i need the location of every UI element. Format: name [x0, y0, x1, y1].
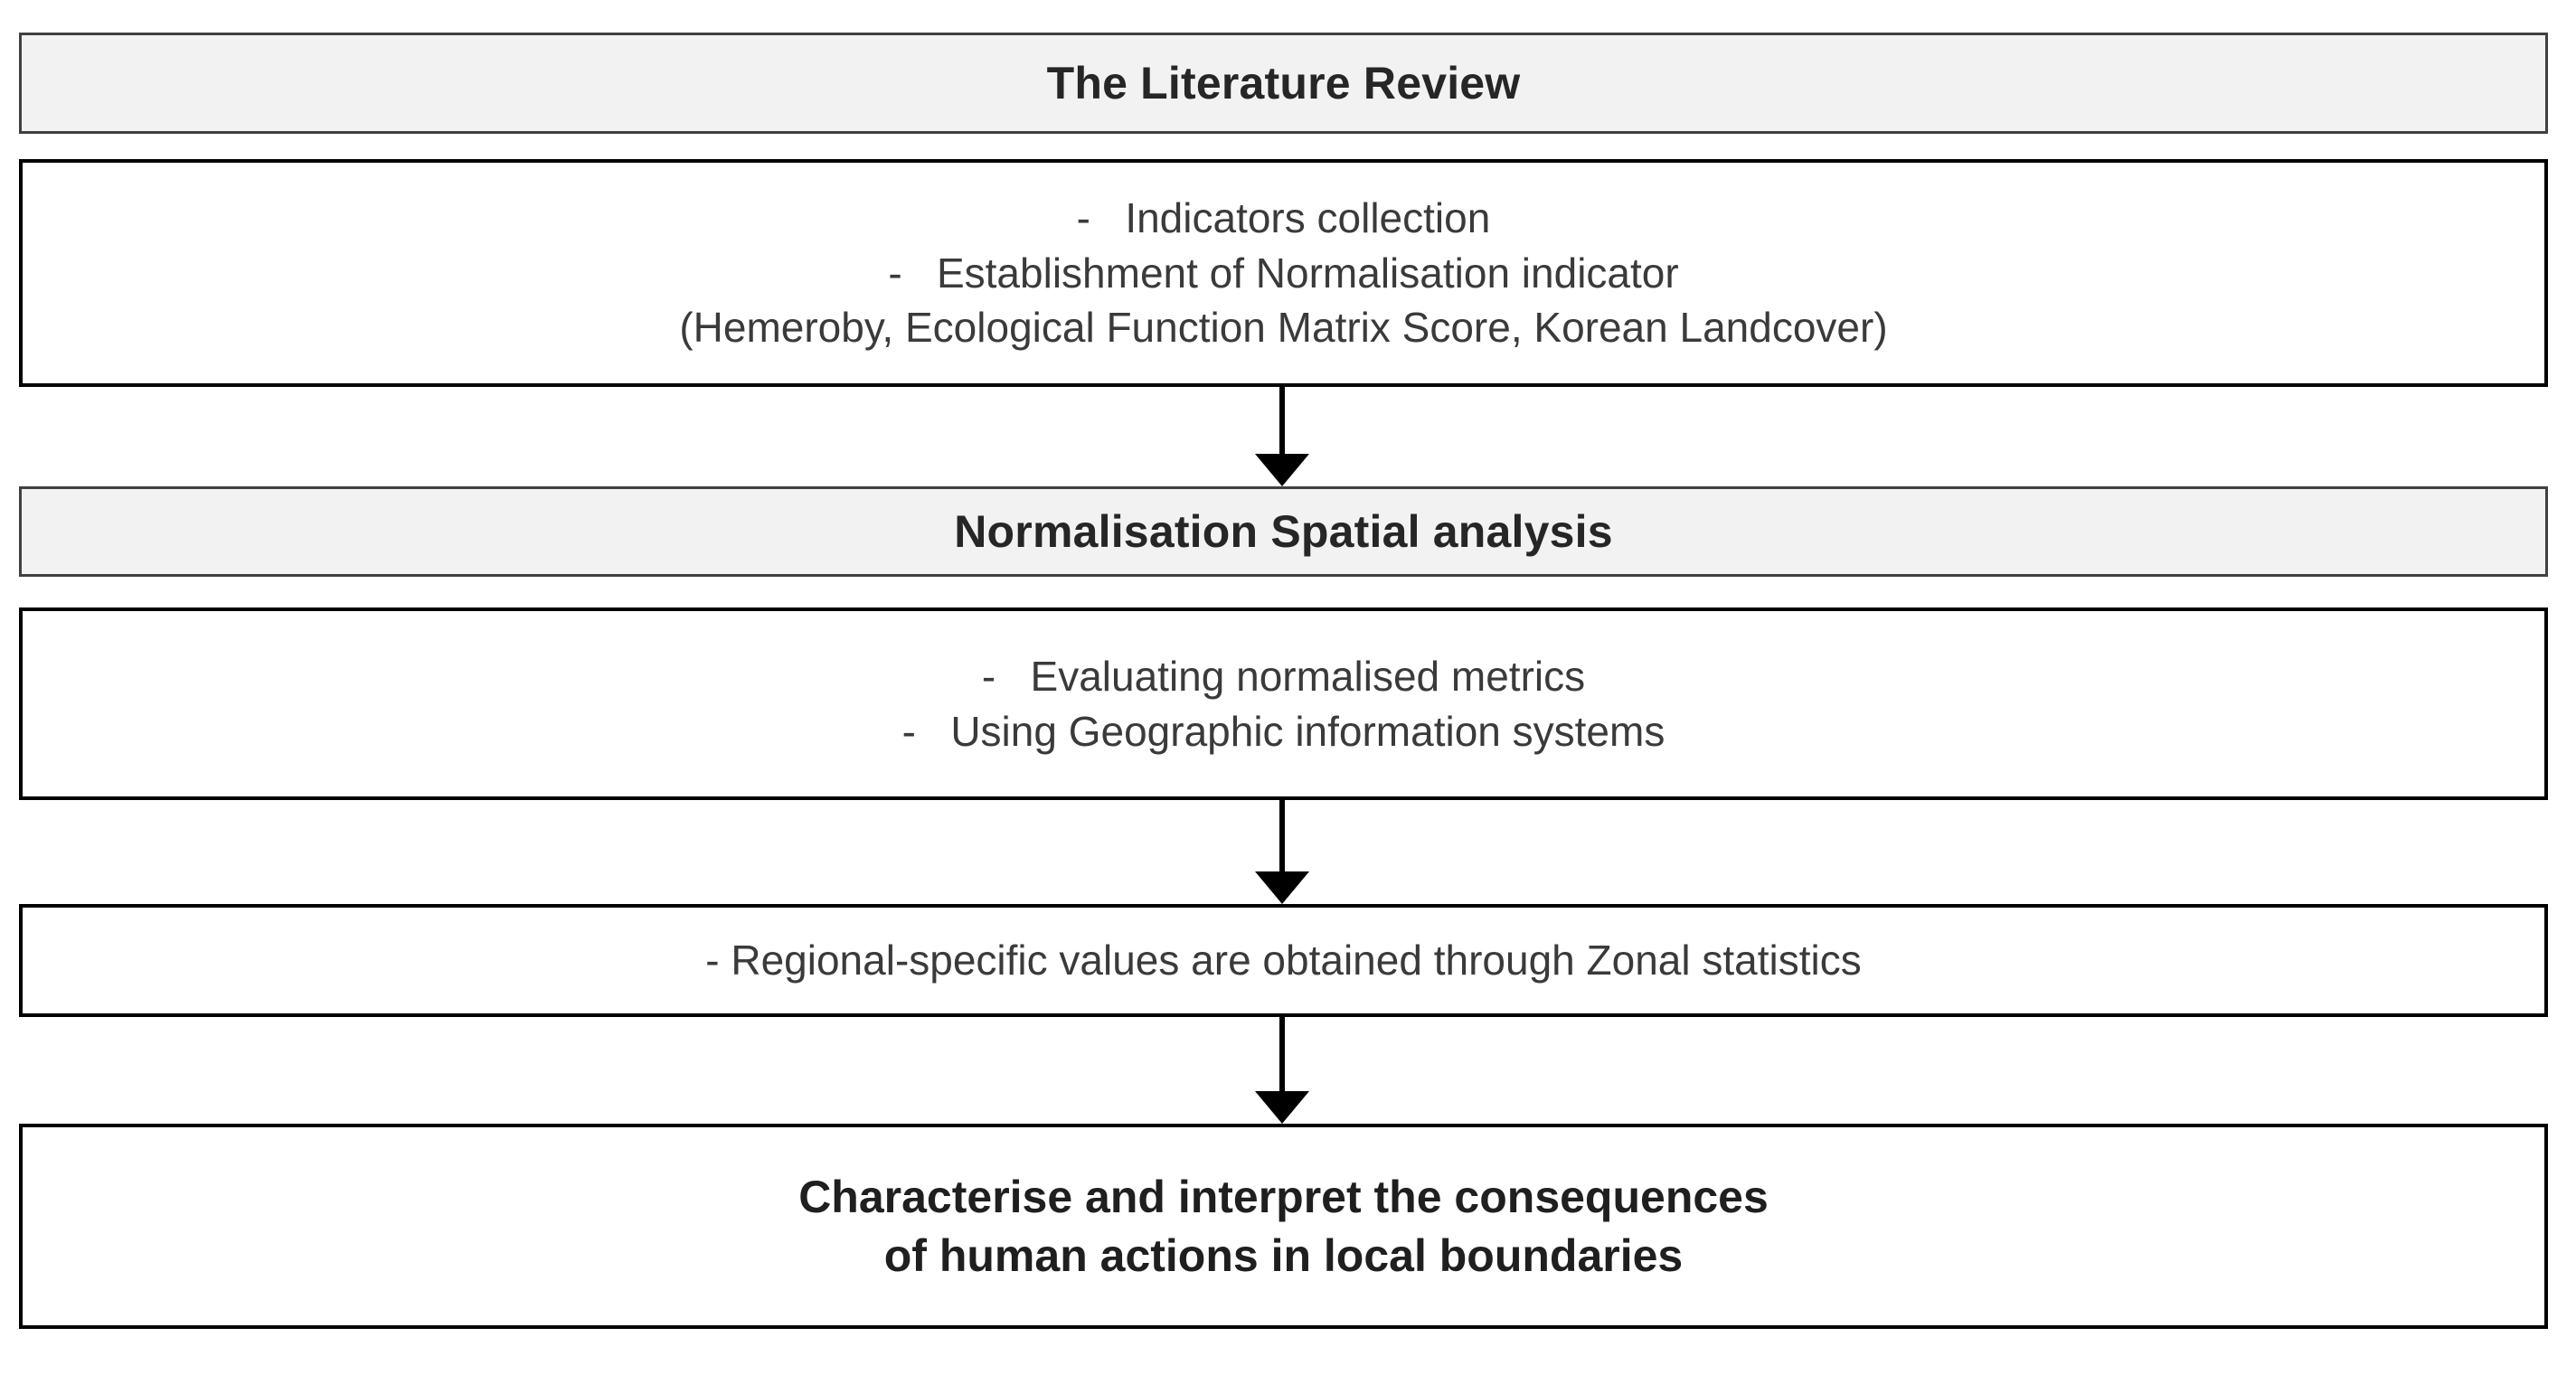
flow-node-header-normalisation-spatial-analysis: Normalisation Spatial analysis	[19, 486, 2548, 577]
bullet-establishment-normalisation-indicator: - Establishment of Normalisation indicat…	[888, 249, 1679, 297]
conclusion-line-1: Characterise and interpret the consequen…	[798, 1171, 1769, 1222]
arrow-head	[1255, 454, 1309, 486]
bullet-regional-specific-values: - Regional-specific values are obtained …	[705, 937, 1862, 984]
arrow-shaft	[1279, 387, 1285, 454]
conclusion-line-2: of human actions in local boundaries	[883, 1229, 1684, 1281]
arrow-shaft	[1279, 800, 1285, 871]
flow-node-content-zonal-statistics: - Regional-specific values are obtained …	[19, 904, 2548, 1017]
arrow-down-icon-3	[1255, 1017, 1309, 1124]
flow-node-content-normalisation-spatial-analysis: - Evaluating normalised metrics - Using …	[19, 607, 2548, 800]
arrow-head	[1255, 1091, 1309, 1124]
arrow-down-icon-2	[1255, 800, 1309, 904]
flow-node-title: The Literature Review	[1046, 58, 1521, 108]
arrow-head	[1255, 871, 1309, 904]
note-normalisation-sources: (Hemeroby, Ecological Function Matrix Sc…	[679, 304, 1888, 352]
flow-node-title: Normalisation Spatial analysis	[954, 506, 1613, 557]
flow-node-body: - Evaluating normalised metrics - Using …	[902, 649, 1665, 758]
flow-node-content-conclusion: Characterise and interpret the consequen…	[19, 1124, 2548, 1329]
arrow-shaft	[1279, 1017, 1285, 1091]
flow-node-body: Characterise and interpret the consequen…	[798, 1168, 1769, 1286]
flow-node-content-literature-review: - Indicators collection - Establishment …	[19, 159, 2548, 387]
flow-node-body: - Indicators collection - Establishment …	[679, 191, 1887, 355]
bullet-using-geographic-information-systems: - Using Geographic information systems	[901, 707, 1665, 755]
bullet-evaluating-normalised-metrics: - Evaluating normalised metrics	[981, 652, 1586, 700]
bullet-indicators-collection: - Indicators collection	[1076, 193, 1491, 241]
arrow-down-icon-1	[1255, 387, 1309, 486]
flow-node-body: - Regional-specific values are obtained …	[705, 933, 1861, 988]
flow-node-header-literature-review: The Literature Review	[19, 33, 2548, 134]
